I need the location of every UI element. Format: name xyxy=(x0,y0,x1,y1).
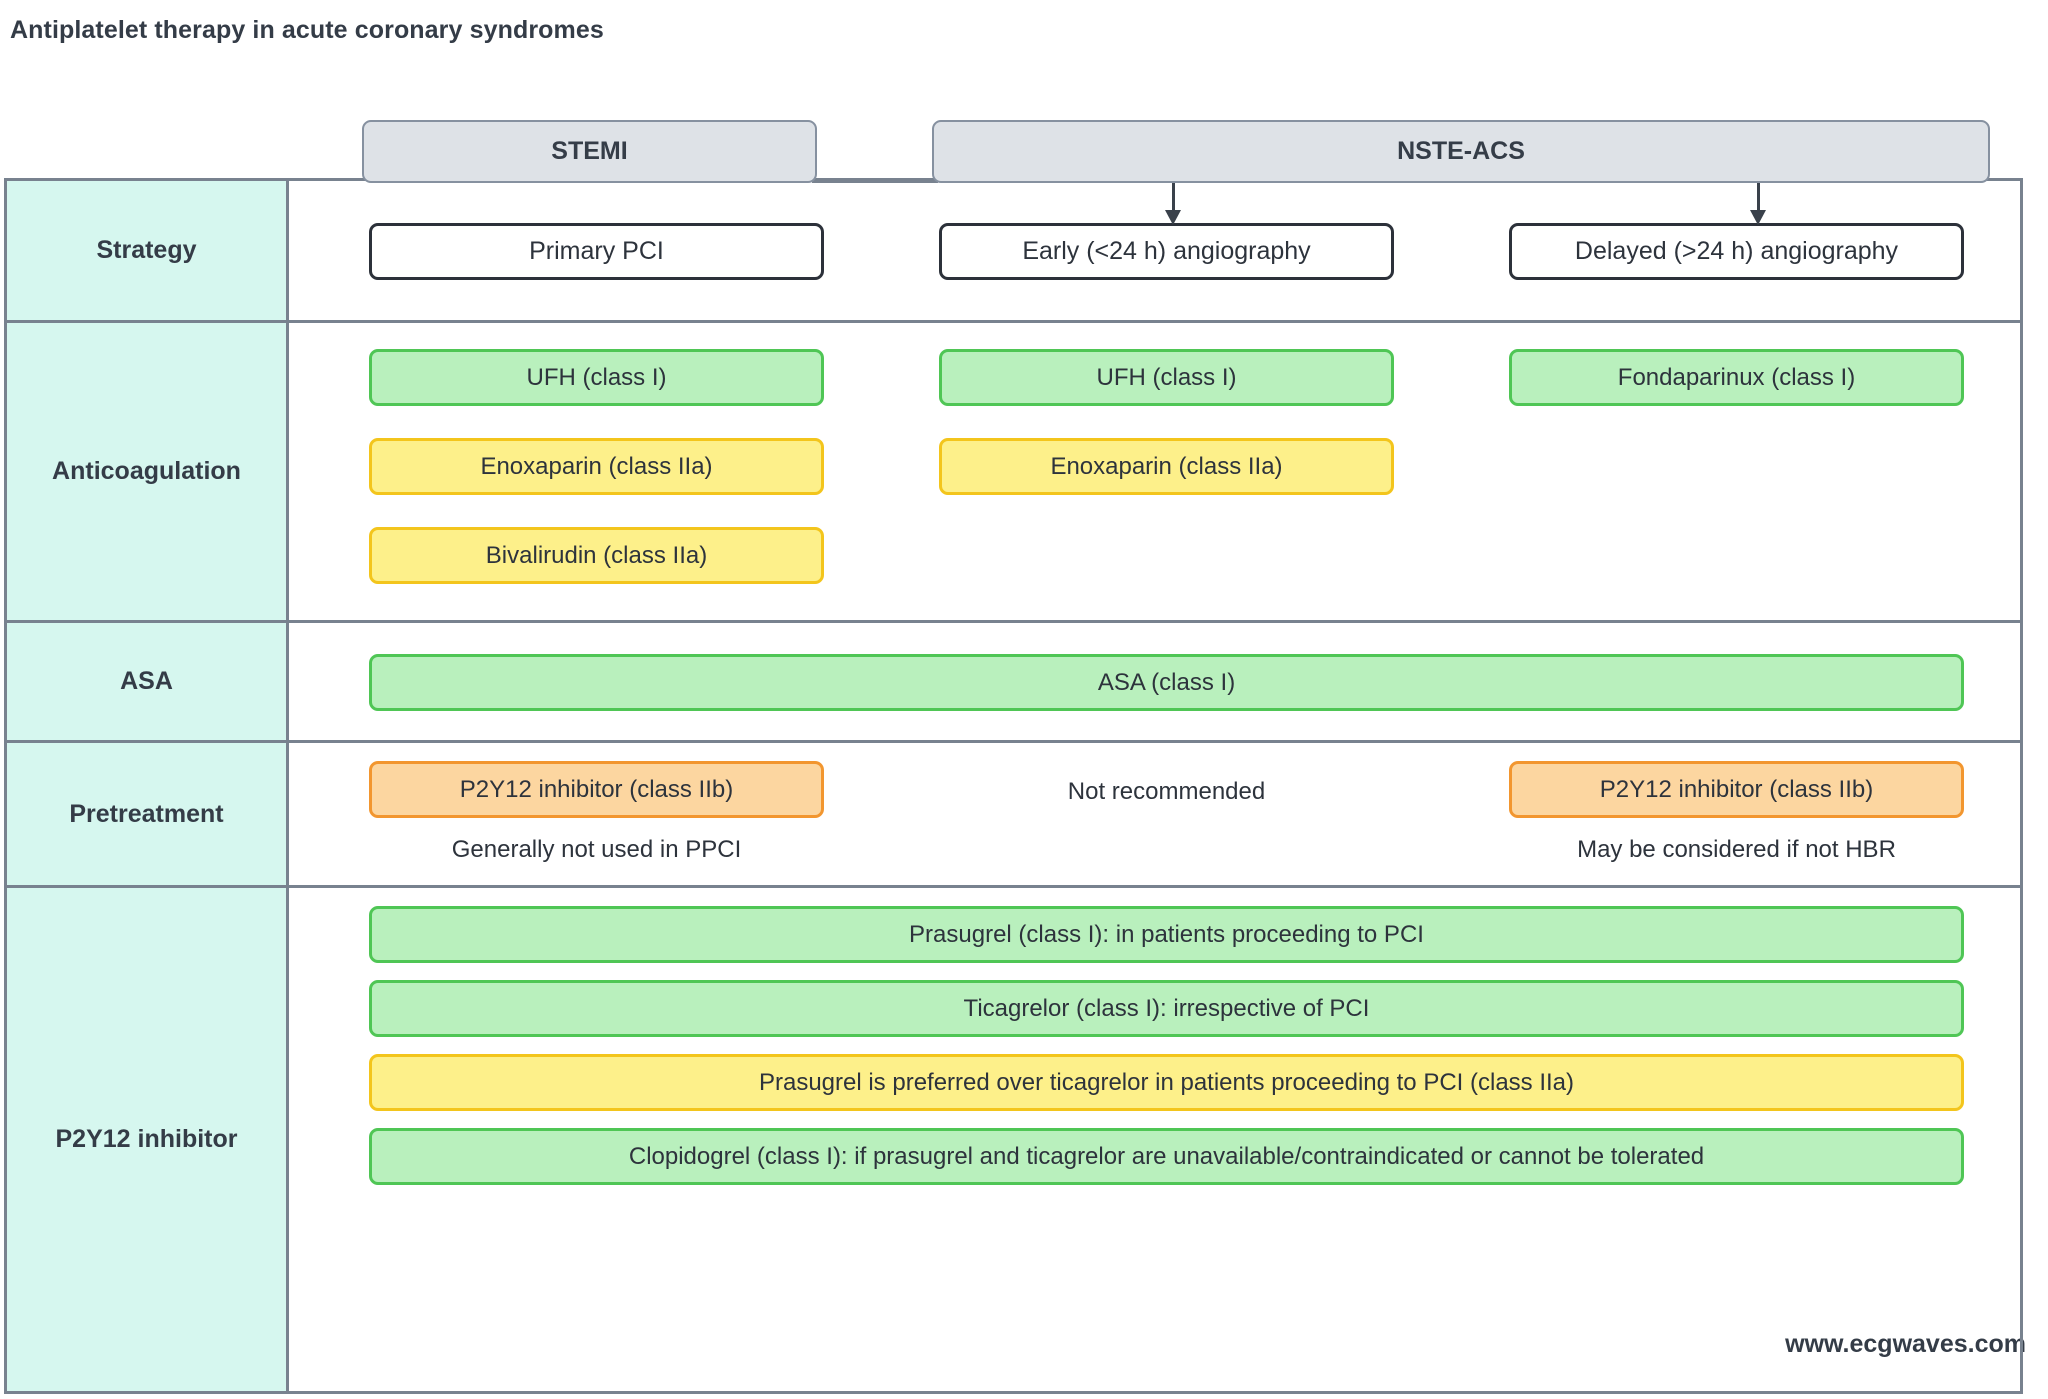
header-box-stemi[interactable]: STEMI xyxy=(362,120,817,183)
row-label-p2y12-inhibitor: P2Y12 inhibitor xyxy=(7,888,289,1391)
row-label-asa: ASA xyxy=(7,623,289,740)
anticoag-stemi-ufh-label: UFH (class I) xyxy=(526,363,667,391)
p2y12-clopidogrel-label: Clopidogrel (class I): if prasugrel and … xyxy=(628,1142,1705,1170)
header-box-nste-acs[interactable]: NSTE-ACS xyxy=(932,120,1990,183)
table-row-strategy: Strategy Primary PCI Early (<24 h) angio… xyxy=(7,181,2020,323)
anticoag-delayed-fondaparinux-label: Fondaparinux (class I) xyxy=(1617,363,1856,391)
strategy-delayed-angiography-label: Delayed (>24 h) angiography xyxy=(1574,237,1899,266)
pretreatment-delayed-p2y12[interactable]: P2Y12 inhibitor (class IIb) xyxy=(1509,761,1964,818)
strategy-primary-pci[interactable]: Primary PCI xyxy=(369,223,824,280)
arrow-down-early-angiography xyxy=(1165,183,1181,225)
pretreatment-note-not-recommended: Not recommended xyxy=(1067,778,1266,805)
strategy-early-angiography[interactable]: Early (<24 h) angiography xyxy=(939,223,1394,280)
table-row-anticoagulation: Anticoagulation UFH (class I) UFH (class… xyxy=(7,323,2020,623)
therapy-table: Strategy Primary PCI Early (<24 h) angio… xyxy=(4,178,2023,1394)
p2y12-clopidogrel[interactable]: Clopidogrel (class I): if prasugrel and … xyxy=(369,1128,1964,1185)
pretreatment-delayed-p2y12-label: P2Y12 inhibitor (class IIb) xyxy=(1599,775,1874,803)
p2y12-prasugrel-preferred[interactable]: Prasugrel is preferred over ticagrelor i… xyxy=(369,1054,1964,1111)
table-row-pretreatment: Pretreatment P2Y12 inhibitor (class IIb)… xyxy=(7,743,2020,888)
pretreatment-stemi-p2y12-label: P2Y12 inhibitor (class IIb) xyxy=(459,775,734,803)
strategy-delayed-angiography[interactable]: Delayed (>24 h) angiography xyxy=(1509,223,1964,280)
strategy-early-angiography-label: Early (<24 h) angiography xyxy=(1022,237,1311,266)
header-connector-line xyxy=(812,180,938,183)
p2y12-ticagrelor-label: Ticagrelor (class I): irrespective of PC… xyxy=(963,994,1370,1022)
anticoag-stemi-bivalirudin[interactable]: Bivalirudin (class IIa) xyxy=(369,527,824,584)
anticoag-early-ufh-label: UFH (class I) xyxy=(1096,363,1237,391)
pretreatment-note-hbr: May be considered if not HBR xyxy=(1577,836,1896,863)
anticoag-early-enoxaparin-label: Enoxaparin (class IIa) xyxy=(1050,452,1283,480)
anticoag-early-enoxaparin[interactable]: Enoxaparin (class IIa) xyxy=(939,438,1394,495)
header-label-stemi: STEMI xyxy=(551,137,628,165)
p2y12-prasugrel-label: Prasugrel (class I): in patients proceed… xyxy=(909,920,1424,948)
row-body-anticoagulation: UFH (class I) UFH (class I) Fondaparinux… xyxy=(289,323,2020,620)
anticoag-early-ufh[interactable]: UFH (class I) xyxy=(939,349,1394,406)
pretreatment-note-ppci: Generally not used in PPCI xyxy=(451,836,742,863)
anticoag-stemi-enoxaparin-label: Enoxaparin (class IIa) xyxy=(480,452,713,480)
row-label-strategy: Strategy xyxy=(7,181,289,320)
strategy-primary-pci-label: Primary PCI xyxy=(529,237,664,266)
row-body-pretreatment: P2Y12 inhibitor (class IIb) P2Y12 inhibi… xyxy=(289,743,2020,885)
p2y12-prasugrel-preferred-label: Prasugrel is preferred over ticagrelor i… xyxy=(758,1068,1575,1096)
table-row-asa: ASA ASA (class I) xyxy=(7,623,2020,743)
asa-class-i-label: ASA (class I) xyxy=(1097,668,1236,696)
header-label-nste-acs: NSTE-ACS xyxy=(1397,137,1525,165)
row-body-asa: ASA (class I) xyxy=(289,623,2020,740)
p2y12-prasugrel[interactable]: Prasugrel (class I): in patients proceed… xyxy=(369,906,1964,963)
asa-class-i[interactable]: ASA (class I) xyxy=(369,654,1964,711)
arrow-down-delayed-angiography xyxy=(1750,183,1766,225)
pretreatment-stemi-p2y12[interactable]: P2Y12 inhibitor (class IIb) xyxy=(369,761,824,818)
site-watermark: www.ecgwaves.com xyxy=(1785,1330,2026,1358)
anticoag-delayed-fondaparinux[interactable]: Fondaparinux (class I) xyxy=(1509,349,1964,406)
row-body-p2y12-inhibitor: Prasugrel (class I): in patients proceed… xyxy=(289,888,2020,1391)
row-label-pretreatment: Pretreatment xyxy=(7,743,289,885)
table-row-p2y12-inhibitor: P2Y12 inhibitor Prasugrel (class I): in … xyxy=(7,888,2020,1391)
row-body-strategy: Primary PCI Early (<24 h) angiography De… xyxy=(289,181,2020,320)
anticoag-stemi-enoxaparin[interactable]: Enoxaparin (class IIa) xyxy=(369,438,824,495)
anticoag-stemi-ufh[interactable]: UFH (class I) xyxy=(369,349,824,406)
p2y12-ticagrelor[interactable]: Ticagrelor (class I): irrespective of PC… xyxy=(369,980,1964,1037)
row-label-anticoagulation: Anticoagulation xyxy=(7,323,289,620)
anticoag-stemi-bivalirudin-label: Bivalirudin (class IIa) xyxy=(485,541,708,569)
page-title: Antiplatelet therapy in acute coronary s… xyxy=(10,16,604,44)
